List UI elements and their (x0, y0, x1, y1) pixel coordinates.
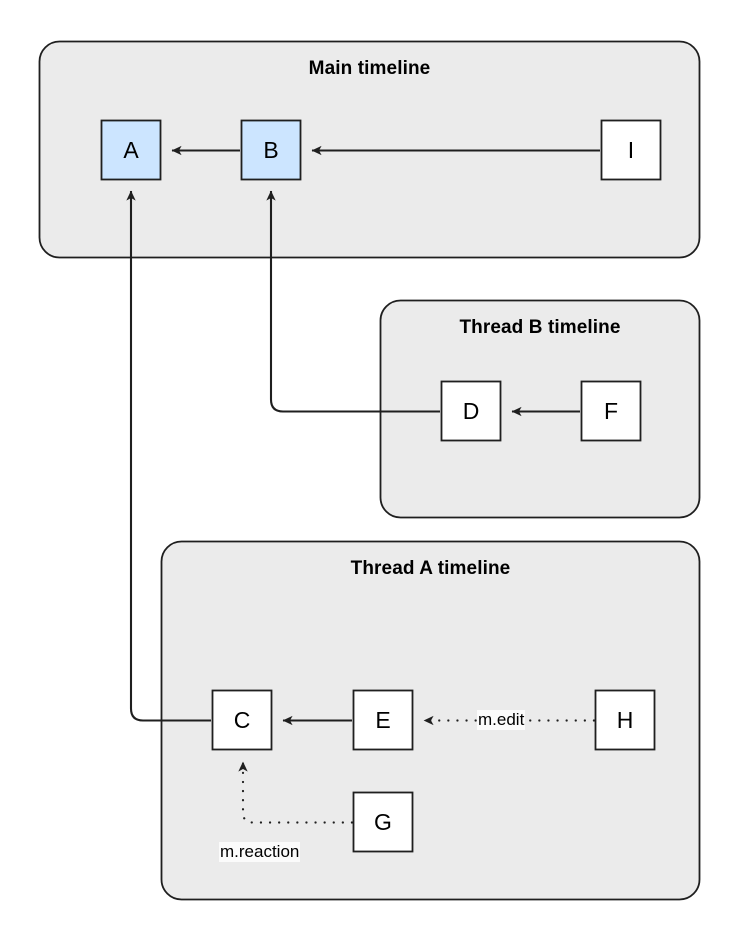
node-label-H: H (616, 707, 634, 733)
node-box-G[interactable] (352, 791, 414, 853)
node-label-A: A (123, 137, 139, 163)
node-box-F[interactable] (580, 380, 642, 442)
node-box-C[interactable] (211, 689, 273, 751)
group-thread-b-timeline (379, 299, 701, 519)
node-box-H[interactable] (594, 689, 656, 751)
node-box-I[interactable] (600, 119, 662, 181)
group-title-thread-b-timeline: Thread B timeline (459, 317, 621, 338)
node-box-E[interactable] (352, 689, 414, 751)
node-label-C: C (233, 707, 251, 733)
node-box-A[interactable] (100, 119, 162, 181)
node-box-D[interactable] (440, 380, 502, 442)
group-title-main-timeline: Main timeline (308, 58, 431, 79)
node-label-D: D (462, 398, 480, 424)
edge-c-to-a (126, 190, 211, 722)
node-label-G: G (374, 809, 392, 835)
edge-label-m-reaction: m.reaction (219, 842, 301, 862)
edge-d-to-b (266, 190, 440, 413)
group-title-thread-a-timeline: Thread A timeline (350, 558, 511, 579)
node-label-F: F (603, 398, 619, 424)
node-label-B: B (263, 137, 279, 163)
node-label-I: I (627, 137, 635, 163)
node-label-E: E (375, 707, 391, 733)
edge-label-m-edit: m.edit (477, 710, 526, 730)
node-box-B[interactable] (240, 119, 302, 181)
